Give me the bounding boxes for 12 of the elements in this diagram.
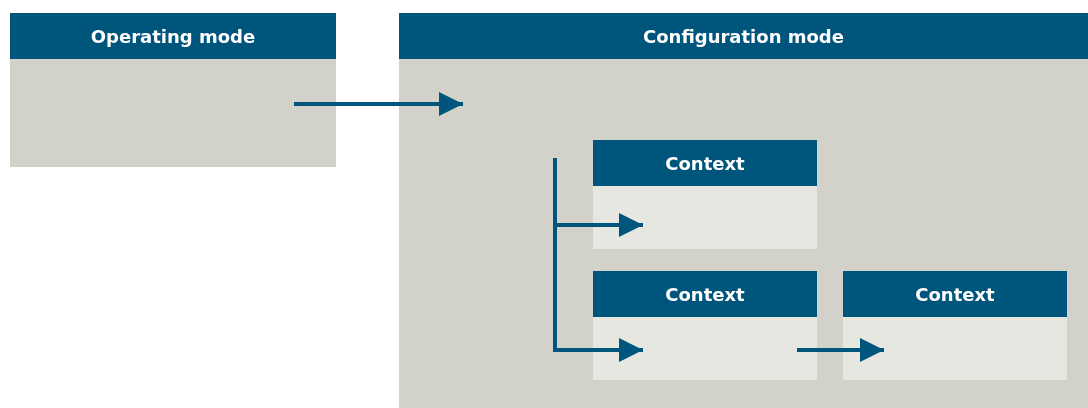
arrow bbox=[294, 92, 463, 116]
panel-title: Context bbox=[843, 271, 1067, 317]
panel-title: Operating mode bbox=[10, 13, 336, 59]
panel-title: Context bbox=[593, 271, 817, 317]
panel-title: Configuration mode bbox=[399, 13, 1088, 59]
mode-panel bbox=[10, 13, 336, 167]
context-box bbox=[593, 271, 817, 380]
panel-title: Context bbox=[593, 140, 817, 186]
mode-panel bbox=[399, 13, 1088, 408]
context-box bbox=[593, 140, 817, 249]
arrow bbox=[797, 338, 884, 362]
context-box bbox=[843, 271, 1067, 380]
